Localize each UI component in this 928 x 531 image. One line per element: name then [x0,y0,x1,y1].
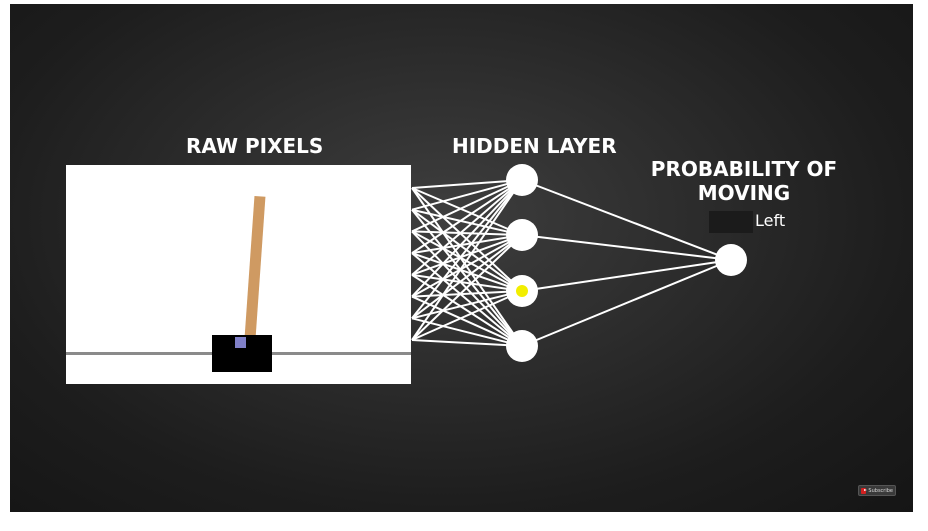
cartpole-frame [66,165,411,384]
edge-input-7-hidden-0 [411,179,523,341]
edge-input-6-hidden-0 [411,179,523,319]
hidden-layer-heading: HIDDEN LAYER [452,134,617,158]
edge-input-2-hidden-0 [411,179,523,233]
edge-hidden-3-output [521,259,732,347]
neural-network-diagram [411,164,747,362]
subscribe-label: Subscribe [868,487,893,494]
edge-input-0-hidden-0 [411,179,523,189]
edge-input-4-hidden-1 [411,234,523,276]
output-heading-line2: MOVING [697,181,791,205]
output-label-mask [709,211,753,233]
edge-input-5-hidden-0 [411,179,523,298]
output-heading: PROBABILITY OF MOVING [644,157,844,205]
edge-input-3-hidden-1 [411,234,523,255]
output-node [715,244,747,276]
edge-input-2-hidden-1 [411,230,523,236]
hidden-node-3 [506,330,538,362]
network-nodes [506,164,747,362]
edge-input-7-hidden-3 [411,339,523,347]
edge-input-7-hidden-1 [411,234,523,341]
hidden-node-1 [506,219,538,251]
slide-canvas: RAW PIXELS HIDDEN LAYER PROBABILITY OF M… [10,4,913,512]
youtube-subscribe-icon [861,487,868,494]
output-label: Left [755,211,786,230]
output-heading-line1: PROBABILITY OF [650,157,838,181]
edge-input-4-hidden-0 [411,179,523,276]
edge-input-5-hidden-1 [411,234,523,298]
subscribe-button[interactable]: Subscribe [858,485,896,496]
edge-hidden-2-output [521,259,732,292]
network-edges [411,179,732,347]
edge-input-7-hidden-2 [411,290,523,341]
edge-input-1-hidden-0 [411,179,523,211]
raw-pixels-heading: RAW PIXELS [186,134,324,158]
edge-input-0-hidden-1 [411,187,523,236]
active-hidden-node-center [516,285,528,297]
edge-hidden-1-output [521,234,732,261]
edge-hidden-0-output [521,179,732,261]
edge-input-6-hidden-1 [411,234,523,320]
cartpole-axle [235,337,246,348]
edge-input-1-hidden-1 [411,208,523,236]
edge-input-3-hidden-0 [411,179,523,254]
hidden-node-0 [506,164,538,196]
